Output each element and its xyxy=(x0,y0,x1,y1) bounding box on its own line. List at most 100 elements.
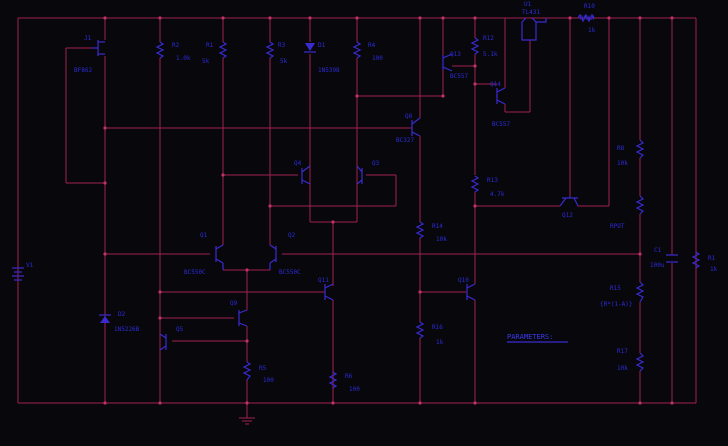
transistor-q4[interactable]: Q4 xyxy=(294,160,311,185)
q13-value: BC557 xyxy=(450,73,468,80)
capacitor-c1[interactable]: C1 100u xyxy=(650,247,678,269)
r13-ref: R13 xyxy=(487,177,498,184)
resistor-r5[interactable]: R5 100 xyxy=(242,361,274,384)
q8-ref: Q8 xyxy=(405,113,413,120)
resistor-r10[interactable]: R10 RMAX 1k xyxy=(577,3,596,34)
r14-value: 10k xyxy=(436,236,447,243)
q2-ref: Q2 xyxy=(288,232,296,239)
transistor-q5[interactable]: Q5 xyxy=(159,326,184,351)
r3-value: 5k xyxy=(280,58,288,65)
resistor-rpot[interactable]: RPOT xyxy=(610,195,645,230)
q2-value: BC550C xyxy=(279,269,301,276)
r12-ref: R12 xyxy=(483,35,494,42)
regulator-u1[interactable]: U1 TL431 xyxy=(521,1,547,41)
r16-value: 1k xyxy=(436,339,444,346)
q13-ref: Q13 xyxy=(450,51,461,58)
rpot-value: RPOT xyxy=(610,223,625,230)
j1-ref: J1 xyxy=(84,35,92,42)
resistor-r2[interactable]: R2 1.0k xyxy=(155,41,191,62)
junctions xyxy=(103,16,674,405)
transistor-q14[interactable]: Q14 BC557 xyxy=(490,81,510,128)
r1-value: 5k xyxy=(202,58,210,65)
diode-d2[interactable]: D2 1N5226B xyxy=(99,311,140,333)
transistor-q13[interactable]: Q13 BC557 xyxy=(442,51,468,80)
r14-ref: R14 xyxy=(432,223,443,230)
resistor-r15[interactable]: R15 {R*(1-A)} xyxy=(600,281,645,308)
r2-ref: R2 xyxy=(172,42,180,49)
resistor-r8[interactable]: R8 10k xyxy=(617,139,645,167)
diode-d1[interactable]: D1 1N5398 xyxy=(304,42,340,74)
r4-value: 100 xyxy=(372,55,383,62)
resistor-r6[interactable]: R6 100 xyxy=(328,371,360,393)
r5-value: 100 xyxy=(263,377,274,384)
transistor-q1[interactable]: Q1 BC550C xyxy=(184,232,224,276)
r12-value: 5.1k xyxy=(483,51,498,58)
transistor-q9[interactable]: Q9 xyxy=(230,300,248,327)
resistor-r1[interactable]: R1 5k xyxy=(202,41,228,65)
r2-value: 1.0k xyxy=(176,55,191,62)
transistor-q10[interactable]: Q10 xyxy=(458,277,476,301)
transistor-q3[interactable]: Q3 xyxy=(356,160,380,185)
transistor-q2[interactable]: Q2 BC550C xyxy=(269,232,301,276)
r6-value: 100 xyxy=(349,386,360,393)
q9-ref: Q9 xyxy=(230,300,238,307)
r10-ref: R10 xyxy=(584,3,595,10)
r5-ref: R5 xyxy=(259,365,267,372)
d1-value: 1N5398 xyxy=(318,67,340,74)
r17-value: 10k xyxy=(617,365,628,372)
r10b-value: 1k xyxy=(588,27,596,34)
q10-ref: Q10 xyxy=(458,277,469,284)
r16-ref: R16 xyxy=(432,324,443,331)
r1b-ref: R1 xyxy=(708,255,716,262)
d1-ref: D1 xyxy=(318,42,326,49)
parameters-block: PARAMETERS: xyxy=(507,333,568,343)
resistor-r14[interactable]: R14 10k xyxy=(415,221,447,243)
voltage-source-v1[interactable]: V1 xyxy=(12,262,34,281)
transistor-q8[interactable]: Q8 BC327 xyxy=(396,113,421,144)
q3-ref: Q3 xyxy=(372,160,380,167)
q11-ref: Q11 xyxy=(318,277,329,284)
q12-ref: Q12 xyxy=(562,212,573,219)
v1-ref: V1 xyxy=(26,262,34,269)
resistor-r13[interactable]: R13 4.7k xyxy=(470,175,505,198)
q14-value: BC557 xyxy=(492,121,510,128)
r1b-value: 1k xyxy=(710,266,718,273)
d2-value: 1N5226B xyxy=(114,326,140,333)
r15-value: {R*(1-A)} xyxy=(600,301,633,308)
r8-ref: R8 xyxy=(617,145,625,152)
r8-value: 10k xyxy=(617,160,628,167)
r13-value: 4.7k xyxy=(490,191,505,198)
r4-ref: R4 xyxy=(368,42,376,49)
q1-value: BC550C xyxy=(184,269,206,276)
r3-ref: R3 xyxy=(278,42,286,49)
resistor-r4[interactable]: R4 100 xyxy=(352,41,383,62)
transistor-q11[interactable]: Q11 xyxy=(318,277,334,301)
r6-ref: R6 xyxy=(345,373,353,380)
resistor-r12[interactable]: R12 5.1k xyxy=(470,35,498,58)
d2-ref: D2 xyxy=(118,311,126,318)
u1-value: TL431 xyxy=(522,9,540,16)
resistor-r16[interactable]: R16 1k xyxy=(415,321,444,346)
r1-ref: R1 xyxy=(206,42,214,49)
u1-ref: U1 xyxy=(524,1,532,8)
r15-ref: R15 xyxy=(610,285,621,292)
q1-ref: Q1 xyxy=(200,232,208,239)
jfet-j1[interactable]: J1 BF862 xyxy=(74,35,105,74)
q4-ref: Q4 xyxy=(294,160,302,167)
r10-value: RMAX xyxy=(580,15,595,22)
j1-value: BF862 xyxy=(74,67,92,74)
ground-icon xyxy=(239,417,255,425)
c1-ref: C1 xyxy=(654,247,662,254)
wires xyxy=(17,17,697,418)
transistor-q12[interactable]: Q12 xyxy=(559,196,579,219)
resistor-r3[interactable]: R3 5k xyxy=(265,41,288,65)
resistor-r17[interactable]: R17 10k xyxy=(617,348,645,372)
q14-ref: Q14 xyxy=(490,81,501,88)
resistor-r1-right[interactable]: R1 1k xyxy=(691,251,718,273)
q5-ref: Q5 xyxy=(176,326,184,333)
q8-value: BC327 xyxy=(396,137,414,144)
r17-ref: R17 xyxy=(617,348,628,355)
c1-value: 100u xyxy=(650,262,665,269)
parameters-label: PARAMETERS: xyxy=(507,333,553,341)
